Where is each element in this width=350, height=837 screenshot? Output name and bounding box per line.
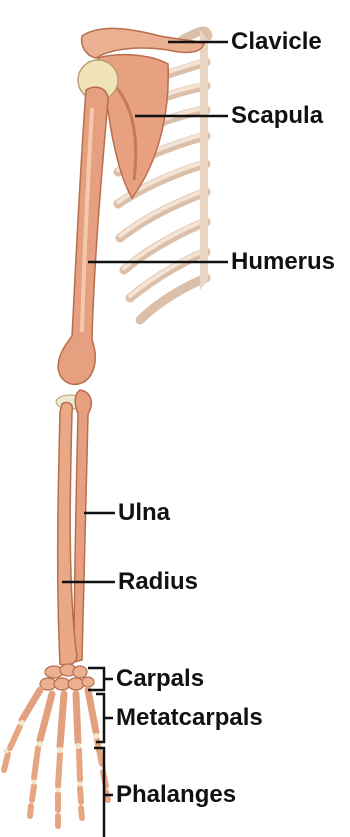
carpals-label: Carpals (116, 667, 204, 691)
metatcarpals-label: Metatcarpals (116, 706, 263, 730)
humerus-label: Humerus (231, 250, 335, 274)
humerus-bone (58, 87, 108, 384)
clavicle-label: Clavicle (231, 30, 322, 54)
phalanx-bones (4, 726, 108, 826)
ulna-bone (74, 390, 91, 662)
phalanges-label: Phalanges (116, 783, 236, 807)
metacarpal-bones (22, 690, 96, 746)
ulna-label: Ulna (118, 501, 170, 525)
scapula-label: Scapula (231, 104, 323, 128)
radius-label: Radius (118, 570, 198, 594)
carpal-bones (40, 664, 94, 690)
sternum-edge (200, 30, 208, 290)
radius-bone (58, 402, 77, 665)
